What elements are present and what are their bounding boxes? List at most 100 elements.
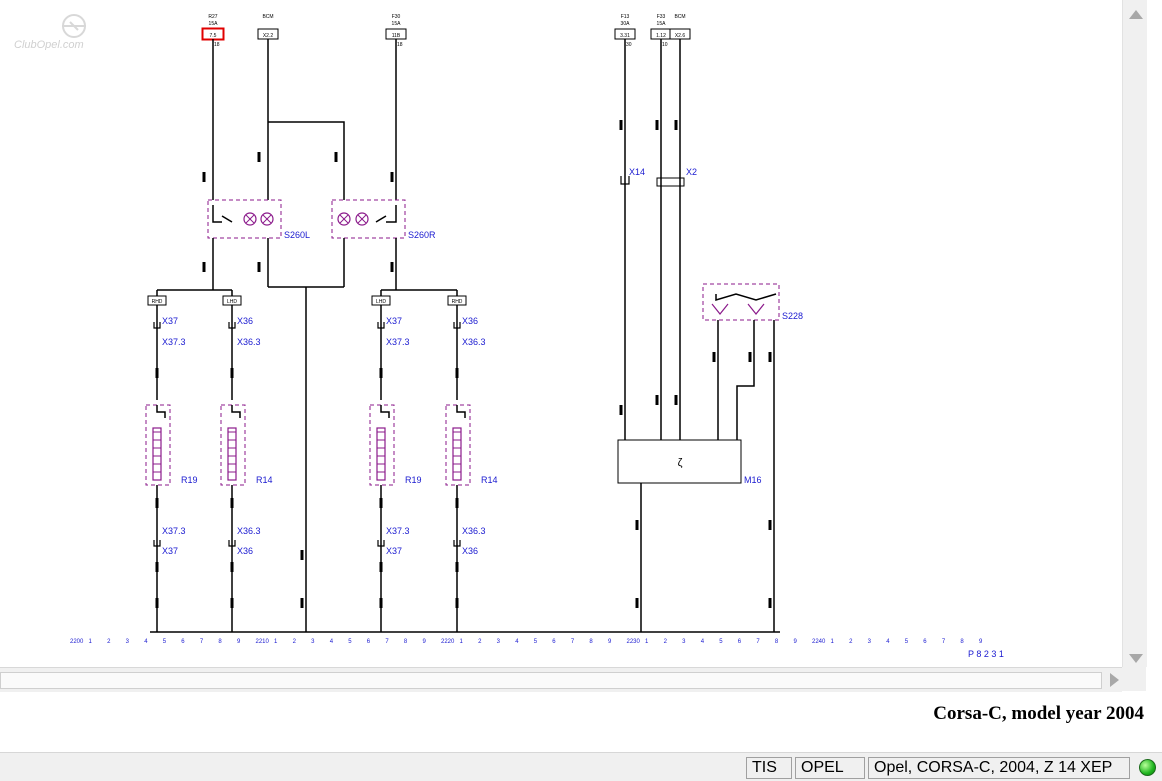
source-label: BCM (262, 14, 273, 20)
wire-code (230, 598, 234, 608)
side-tag-text: RHD (152, 299, 163, 305)
wire-code (635, 598, 639, 608)
bus-number: 3 (311, 639, 315, 645)
x2-connector-box (656, 177, 685, 187)
wire-code (300, 598, 304, 608)
source-box-text: 11B (392, 33, 401, 39)
bus-number: 7 (942, 639, 946, 645)
wire-code (674, 395, 678, 405)
thermo-switch (156, 405, 166, 418)
wire-code (230, 562, 234, 572)
wire-code (455, 562, 459, 572)
wire-code (155, 498, 159, 508)
wire-code (257, 262, 261, 272)
wire-code (712, 352, 716, 362)
wire-code (635, 520, 639, 530)
scroll-up-icon[interactable] (1129, 10, 1143, 19)
source-pin: 18 (214, 42, 220, 48)
horizontal-scrollbar[interactable] (0, 667, 1122, 692)
bus-number: 9 (793, 639, 797, 645)
bus-number: 2 (849, 639, 853, 645)
bus-number: 7 (756, 639, 760, 645)
bus-number: 9 (979, 639, 983, 645)
bus-number: 1 (89, 639, 93, 645)
connector-icon (153, 322, 161, 329)
bus-number: 4 (886, 639, 890, 645)
connector-label: X37 (162, 316, 178, 326)
source-label: F33 (657, 14, 666, 20)
connector-icon (153, 540, 161, 547)
bus-number: 8 (218, 639, 222, 645)
wire-code (390, 172, 394, 182)
svg-text:ClubOpel.com: ClubOpel.com (14, 39, 84, 50)
connector-label: X37.3 (162, 526, 186, 536)
source-box-text: X2.6 (675, 33, 686, 39)
connector-label: X36.3 (237, 337, 261, 347)
wire-code (455, 598, 459, 608)
horizontal-scroll-track[interactable] (0, 672, 1102, 689)
bus-number: 1 (645, 639, 649, 645)
bus-number: 2210 (256, 639, 270, 645)
lamp-cross (262, 214, 272, 224)
wire-code (155, 368, 159, 378)
connector-label: X37.3 (386, 337, 410, 347)
wire-code (257, 152, 261, 162)
connector-label: X37 (386, 546, 402, 556)
lamp-cross (245, 214, 255, 224)
connector-icon (228, 540, 236, 547)
source-label: F13 (621, 14, 630, 20)
wire-code (655, 395, 659, 405)
source-sub: 30A (621, 21, 631, 27)
wire-code (768, 352, 772, 362)
wire-code (202, 262, 206, 272)
bus-number: 8 (960, 639, 964, 645)
connector-label: X37.3 (162, 337, 186, 347)
scrollbar-corner (1122, 667, 1146, 691)
wire-code (202, 172, 206, 182)
source-label: R27 (208, 14, 217, 20)
bus-number: 3 (868, 639, 872, 645)
bus-number: 6 (181, 639, 185, 645)
side-tag-text: LHD (376, 299, 386, 305)
bus-number: 9 (608, 639, 612, 645)
connector-label: X36.3 (462, 337, 486, 347)
scroll-down-icon[interactable] (1129, 654, 1143, 663)
source-pin: 18 (397, 42, 403, 48)
bus-number: 1 (460, 639, 464, 645)
s260l-switch-box (207, 199, 282, 239)
bus-number: 6 (923, 639, 927, 645)
lamp-cross (339, 214, 349, 224)
wire-code (455, 498, 459, 508)
connector-icon (377, 322, 385, 329)
lamp-icon (260, 212, 274, 226)
status-brand: OPEL (795, 757, 865, 779)
s260r-contact (386, 205, 397, 223)
scroll-right-icon[interactable] (1110, 673, 1119, 687)
wire-s228-2 (736, 320, 755, 440)
wire-code (619, 120, 623, 130)
connector-label: X36.3 (237, 526, 261, 536)
wire-code (230, 498, 234, 508)
bus-number: 7 (200, 639, 204, 645)
source-sub: 15A (392, 21, 402, 27)
bus-number: 5 (905, 639, 909, 645)
bus-number: 5 (534, 639, 538, 645)
source-box-text: 1.12 (656, 33, 666, 39)
bus-number: 6 (367, 639, 371, 645)
bus-number: 8 (589, 639, 593, 645)
s228-label: S228 (782, 311, 803, 321)
bus-number: 4 (144, 639, 148, 645)
heater-box (220, 404, 246, 486)
wire-code (379, 498, 383, 508)
wire-code (390, 262, 394, 272)
connector-label: X36.3 (462, 526, 486, 536)
s260r-label: S260R (408, 230, 436, 240)
vertical-scrollbar[interactable] (1122, 0, 1147, 667)
status-vehicle: Opel, CORSA-C, 2004, Z 14 XEP (868, 757, 1130, 779)
status-bar: TIS OPEL Opel, CORSA-C, 2004, Z 14 XEP (0, 752, 1162, 781)
connector-label: X37 (386, 316, 402, 326)
source-box-text: 7.5 (210, 33, 217, 39)
resistor-label: R14 (256, 475, 273, 485)
bus-number: 2 (293, 639, 297, 645)
